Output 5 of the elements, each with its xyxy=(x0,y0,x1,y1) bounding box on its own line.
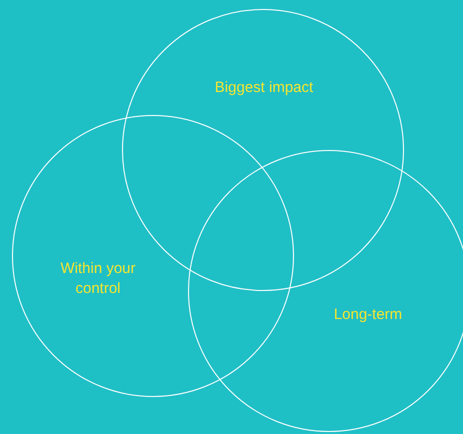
circle-label: Within your control xyxy=(59,259,137,299)
circle-label: Biggest impact xyxy=(214,78,314,98)
venn-circle xyxy=(12,115,294,397)
venn-circle xyxy=(188,150,463,432)
circle-label: Long-term xyxy=(332,305,404,325)
